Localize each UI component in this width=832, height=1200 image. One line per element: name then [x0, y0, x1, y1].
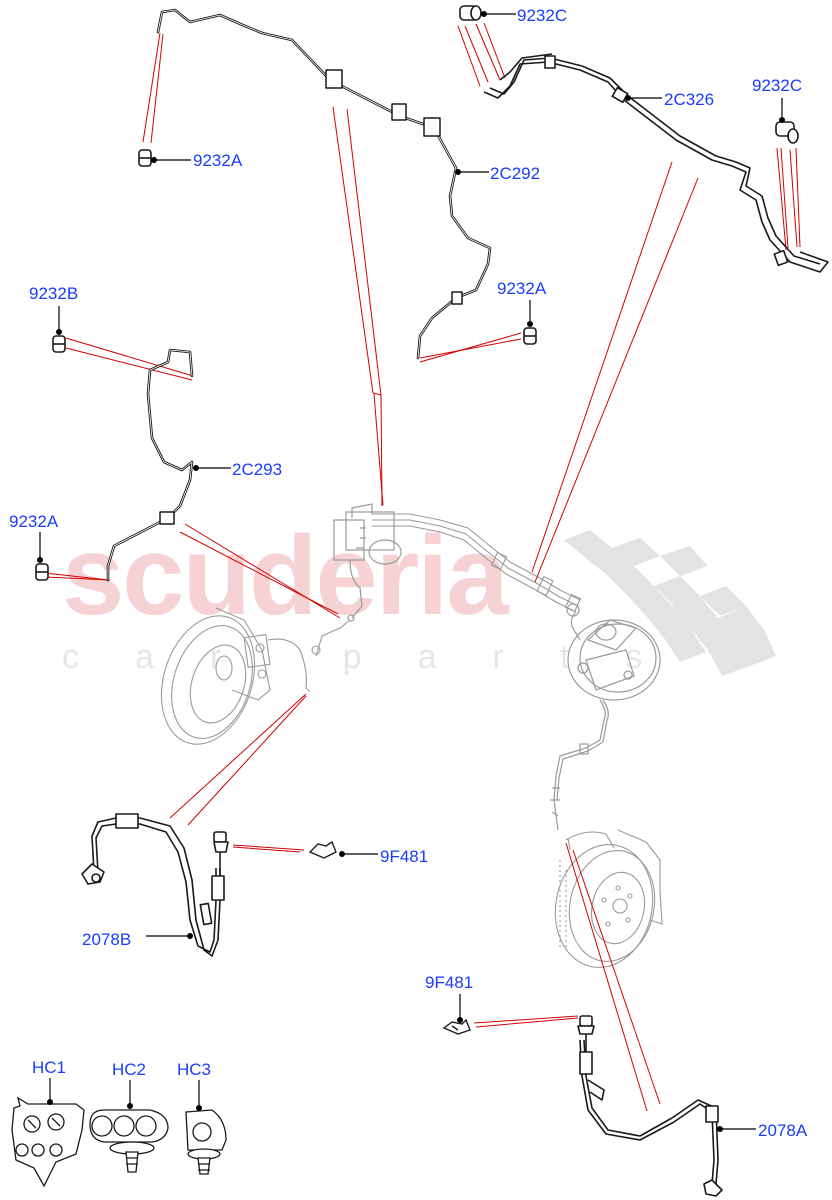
- callout-label-2c292[interactable]: 2C292: [490, 164, 541, 183]
- brake-pipe-2c292[interactable]: [156, 8, 492, 360]
- pipe-clip-hc1-icon[interactable]: [11, 1096, 85, 1188]
- callout-label-9f481-right[interactable]: 9F481: [425, 973, 474, 992]
- brake-hose-2078b[interactable]: [81, 813, 229, 957]
- callout-label-9232a-top[interactable]: 9232A: [193, 151, 243, 170]
- fitting-nut-9232c-top-icon[interactable]: [459, 5, 482, 21]
- fitting-nut-9232a-left-icon[interactable]: [35, 563, 49, 581]
- callout-label-9232c-right[interactable]: 9232C: [752, 76, 803, 95]
- callout-label-hc2[interactable]: HC2: [112, 1060, 147, 1079]
- master-cylinder-brake-booster-context: [550, 603, 661, 831]
- brake-lines-bundle-context: [372, 513, 582, 613]
- fitting-nut-9232b-icon[interactable]: [52, 335, 66, 353]
- callout-label-9f481-left[interactable]: 9F481: [380, 847, 429, 866]
- callout-label-9232b[interactable]: 9232B: [29, 284, 79, 303]
- front-rotor-context: [554, 829, 663, 969]
- checkered-flag-watermark-icon: [564, 530, 776, 676]
- fitting-nut-9232a-mid-icon[interactable]: [523, 327, 537, 345]
- callout-label-2c326[interactable]: 2C326: [664, 90, 715, 109]
- rear-rotor-context: [160, 607, 351, 745]
- callout-label-2c293[interactable]: 2C293: [232, 460, 283, 479]
- leader-lines: [36, 11, 785, 1132]
- callout-label-9232c-top[interactable]: 9232C: [517, 6, 568, 25]
- abs-modulator-context: [333, 503, 402, 622]
- pipe-clip-hc3-icon[interactable]: [185, 1109, 227, 1175]
- callout-label-hc1[interactable]: HC1: [32, 1058, 67, 1077]
- brake-pipe-2c326[interactable]: [483, 53, 829, 273]
- fitting-nut-9232a-top-icon[interactable]: [138, 149, 152, 167]
- callout-label-hc3[interactable]: HC3: [177, 1060, 212, 1079]
- brake-pipe-2c293[interactable]: [106, 348, 194, 582]
- callout-label-2078b[interactable]: 2078B: [82, 930, 132, 949]
- callout-label-9232a-mid[interactable]: 9232A: [497, 279, 547, 298]
- pipe-clip-hc2-icon[interactable]: [89, 1109, 169, 1173]
- watermark-brand: scuderia: [62, 513, 509, 638]
- callout-lines: [44, 22, 801, 1112]
- hose-clip-9f481-right-icon[interactable]: [442, 1018, 471, 1035]
- hose-clip-9f481-left-icon[interactable]: [308, 840, 337, 859]
- watermark-subtitle: car parts: [62, 638, 699, 676]
- brake-hose-2078a[interactable]: [577, 1015, 723, 1197]
- callout-label-9232a-left[interactable]: 9232A: [9, 512, 59, 531]
- callout-label-2078a[interactable]: 2078A: [758, 1121, 808, 1140]
- fitting-nut-9232c-right-icon[interactable]: [775, 121, 799, 144]
